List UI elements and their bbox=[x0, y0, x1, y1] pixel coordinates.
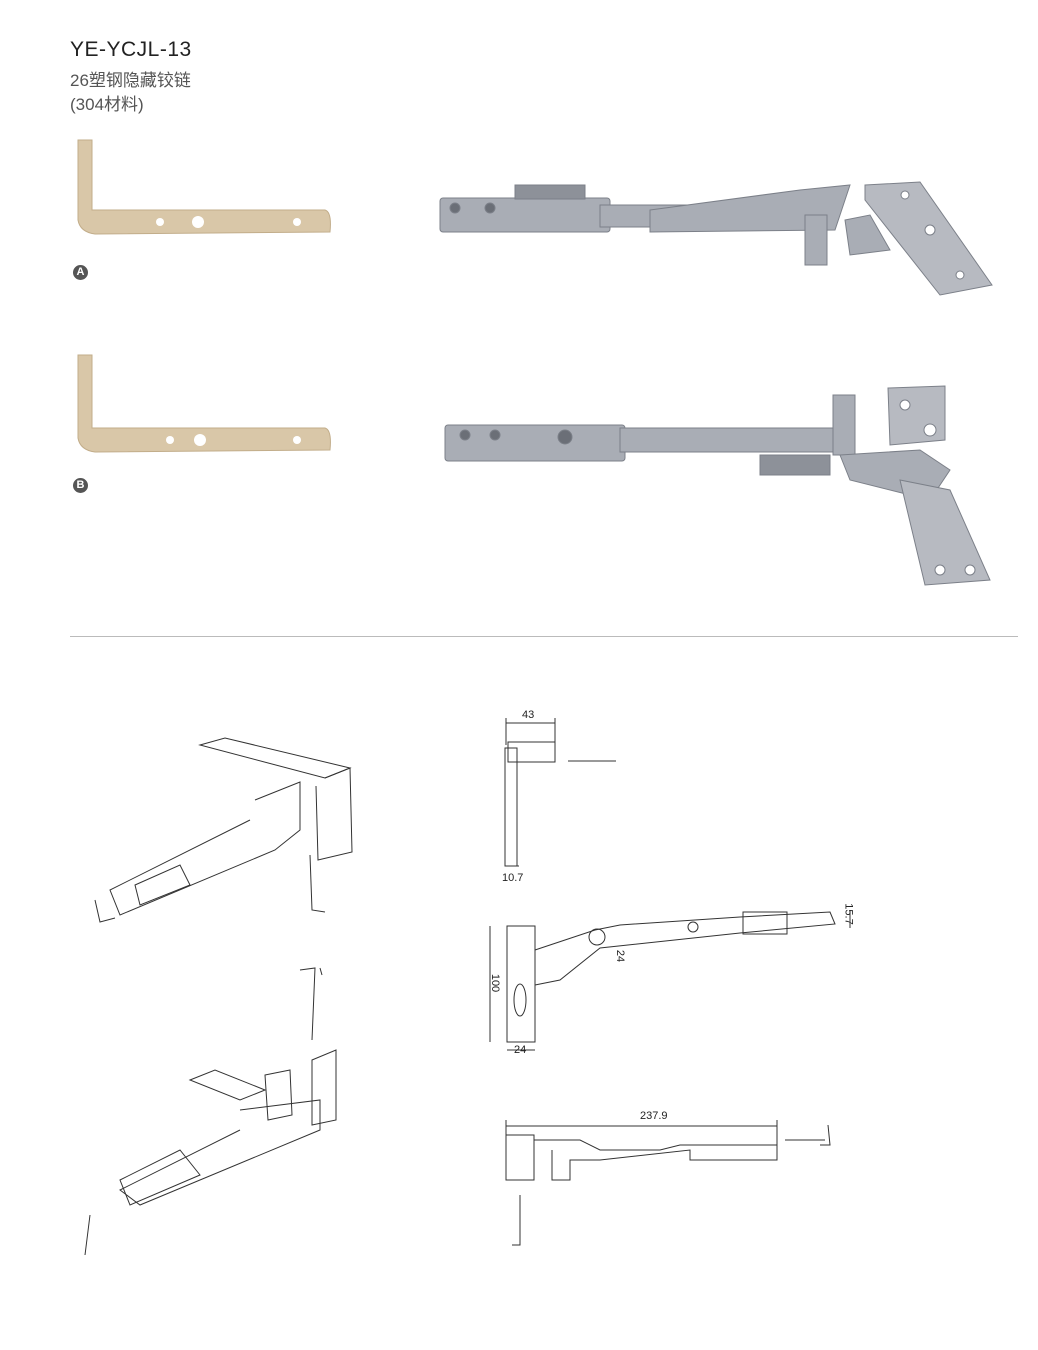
dim-plate-width: 24 bbox=[514, 1044, 527, 1056]
hinge-a-photo bbox=[439, 181, 993, 296]
material-note: (304材料) bbox=[70, 95, 144, 114]
variant-b-badge: B bbox=[73, 478, 88, 493]
section-divider bbox=[70, 636, 1018, 637]
dim-total-length: 237.9 bbox=[640, 1110, 668, 1122]
bracket-b-image bbox=[77, 354, 331, 453]
isometric-drawing-a bbox=[94, 737, 353, 923]
dim-arm-height: 15.7 bbox=[842, 903, 855, 925]
dim-arm-offset: 24 bbox=[614, 949, 627, 963]
dim-top-thickness: 10.7 bbox=[502, 872, 524, 884]
dim-top-width: 43 bbox=[522, 709, 535, 721]
model-number: YE-YCJL-13 bbox=[70, 38, 192, 61]
dimension-drawing-top bbox=[504, 718, 616, 867]
isometric-drawing-b bbox=[84, 967, 337, 1256]
dimension-drawing-bottom bbox=[505, 1120, 831, 1246]
dim-plate-height: 100 bbox=[489, 973, 502, 993]
dimension-drawing-middle bbox=[489, 910, 851, 1051]
bracket-a-image bbox=[77, 139, 331, 235]
hinge-b-photo bbox=[444, 385, 991, 586]
product-name: 26塑钢隐藏铰链 bbox=[70, 71, 191, 90]
variant-a-badge: A bbox=[73, 265, 88, 280]
